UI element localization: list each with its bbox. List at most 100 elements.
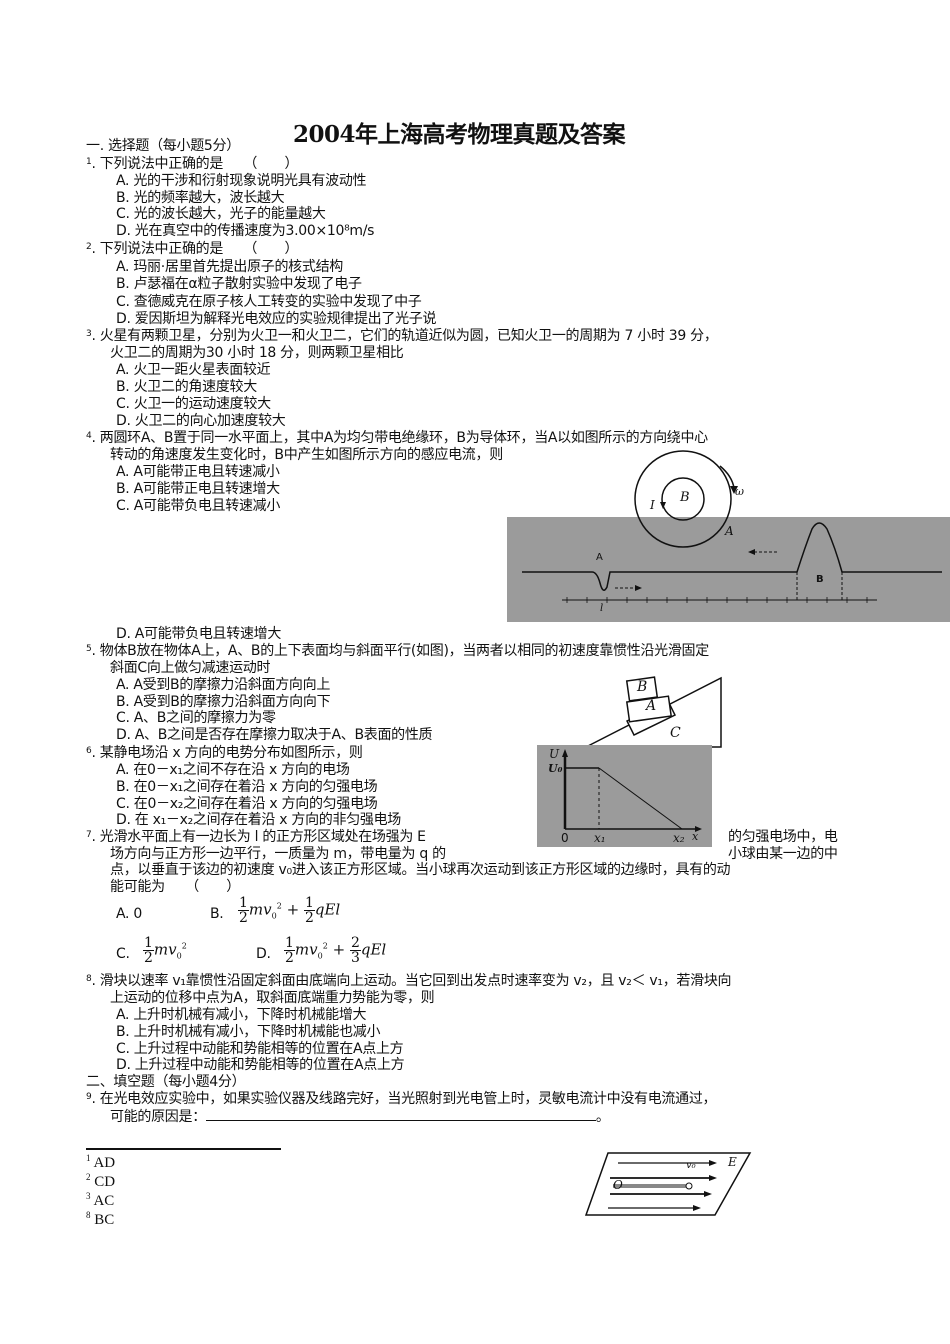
question-9-cont: 可能的原因是：。 (110, 1108, 610, 1125)
question-stem: . 火星有两颗卫星，分别为火卫一和火卫二，它们的轨道近似为圆，已知火卫一的周期为… (91, 328, 718, 344)
concentric-rings-figure (634, 450, 738, 548)
option-6d: D. 在 x₁－x₂之间存在着沿 x 方向的非匀强电场 (116, 812, 402, 828)
current-label: I (650, 498, 655, 512)
question-8: 8. 滑块以速率 v₁靠惯性沿固定斜面由底端向上运动。当它回到出发点时速率变为 … (86, 973, 732, 989)
option-1d: D. 光在真空中的传播速度为3.00×10⁸m/s (116, 223, 375, 239)
incline-figure (585, 676, 722, 748)
block-a-label: A (646, 698, 657, 714)
pulse-b-label: B (816, 574, 824, 585)
field-e-label: E (728, 1155, 737, 1169)
option-8d: D. 上升过程中动能和势能相等的位置在A点上方 (116, 1057, 405, 1073)
option-4c: C. A可能带负电且转速减小 (116, 498, 281, 514)
option-3b: B. 火卫二的角速度较大 (116, 379, 257, 395)
option-8c: C. 上升过程中动能和势能相等的位置在A点上方 (116, 1041, 404, 1057)
question-4-cont: 转动的角速度发生变化时，B中产生如图所示方向的感应电流，则 (110, 447, 503, 463)
question-number: 6 (86, 746, 92, 756)
pulse-a-label: A (596, 552, 603, 563)
option-5c: C. A、B之间的摩擦力为零 (116, 710, 276, 726)
question-stem: . 下列说法中正确的是 （ ） (91, 156, 299, 172)
option-6c: C. 在0－x₂之间存在着沿 x 方向的匀强电场 (116, 796, 378, 812)
option-2a: A. 玛丽·居里首先提出原子的核式结构 (116, 259, 343, 275)
option-3d: D. 火卫二的向心加速度较大 (116, 413, 286, 429)
question-2: 2. 下列说法中正确的是 （ ） (86, 241, 299, 257)
x-axis-label: x (692, 830, 699, 843)
question-stem: . 在光电效应实验中，如果实验仪器及线路完好，当光照射到光电管上时，灵敏电流计中… (91, 1091, 717, 1107)
option-7d-label: D. (256, 946, 271, 962)
option-2b: B. 卢瑟福在α粒子散射实验中发现了电子 (116, 276, 362, 292)
option-1b: B. 光的频率越大，波长越大 (116, 190, 285, 206)
option-7c-label: C. (116, 946, 130, 962)
wave-figure-background (507, 517, 950, 622)
question-5: 5. 物体B放在物体A上，A、B的上下表面均与斜面平行(如图)，当两者以相同的初… (86, 643, 709, 659)
question-number: 9 (86, 1092, 92, 1102)
question-stem: . 下列说法中正确的是 （ ） (91, 241, 299, 257)
option-1a: A. 光的干涉和衍射现象说明光具有波动性 (116, 173, 367, 189)
block-b-label: B (637, 679, 648, 695)
footnote-separator (86, 1148, 281, 1150)
ring-a-label: A (725, 524, 734, 538)
question-stem: . 光滑水平面上有一边长为 l 的正方形区域处在场强为 E (91, 829, 426, 845)
point-o-label: O (613, 1178, 623, 1192)
incline-c-label: C (670, 725, 681, 741)
footnote-8: 8 BC (86, 1210, 115, 1228)
answer-blank[interactable] (205, 1108, 596, 1121)
option-8a: A. 上升时机械有减小，下降时机械能增大 (116, 1007, 367, 1023)
section-2-heading: 二、填空题（每小题4分） (86, 1074, 246, 1090)
question-7-right: 的匀强电场中，电 (728, 829, 838, 845)
option-4a: A. A可能带正电且转速减小 (116, 464, 280, 480)
question-number: 2 (86, 242, 92, 252)
question-3-cont: 火卫二的周期为30 小时 18 分，则两颗卫星相比 (110, 345, 404, 361)
question-4: 4. 两圆环A、B置于同一水平面上，其中A为均匀带电绝缘环，B为导体环，当A以如… (86, 430, 708, 446)
question-9: 9. 在光电效应实验中，如果实验仪器及线路完好，当光照射到光电管上时，灵敏电流计… (86, 1091, 717, 1107)
question-stem: . 某静电场沿 x 方向的电势分布如图所示，则 (91, 745, 363, 761)
option-5a: A. A受到B的摩擦力沿斜面方向向上 (116, 677, 331, 693)
option-6b: B. 在0－x₁之间存在着沿 x 方向的匀强电场 (116, 779, 378, 795)
question-5-cont: 斜面C向上做匀减速运动时 (110, 660, 271, 676)
option-4b: B. A可能带正电且转速增大 (116, 481, 280, 497)
question-stem: . 滑块以速率 v₁靠惯性沿固定斜面由底端向上运动。当它回到出发点时速率变为 v… (91, 973, 732, 989)
option-2d: D. 爱因斯坦为解释光电效应的实验规律提出了光子说 (116, 311, 437, 327)
option-3c: C. 火卫一的运动速度较大 (116, 396, 271, 412)
question-7: 7. 光滑水平面上有一边长为 l 的正方形区域处在场强为 E (86, 829, 426, 845)
x1-label: x₁ (594, 831, 606, 845)
omega-label: ω (735, 485, 744, 498)
footnote-1: 1 AD (86, 1153, 116, 1171)
option-7a: A. 0 (116, 906, 142, 922)
option-5b: B. A受到B的摩擦力沿斜面方向向下 (116, 694, 331, 710)
potential-chart (562, 749, 702, 832)
ring-b-label: B (680, 490, 690, 505)
question-7-cont-right: 小球由某一边的中 (728, 846, 838, 862)
question-number: 3 (86, 329, 92, 339)
question-number: 7 (86, 830, 92, 840)
option-3a: A. 火卫一距火星表面较近 (116, 362, 271, 378)
tick-label: l (600, 603, 604, 614)
question-1: 1. 下列说法中正确的是 （ ） (86, 156, 299, 172)
page-title: 2004年上海高考物理真题及答案 (293, 121, 626, 148)
option-4d: D. A可能带负电且转速增大 (116, 626, 282, 642)
question-7-cont: 场方向与正方形一边平行，一质量为 m，带电量为 q 的 (110, 846, 446, 862)
u0-label: U₀ (548, 762, 563, 775)
origin-label: 0 (561, 831, 569, 845)
question-number: 8 (86, 974, 92, 984)
section-1-heading: 一. 选择题（每小题5分） (86, 138, 240, 154)
option-6a: A. 在0－x₁之间不存在沿 x 方向的电场 (116, 762, 350, 778)
question-stem: . 物体B放在物体A上，A、B的上下表面均与斜面平行(如图)，当两者以相同的初速… (91, 643, 709, 659)
question-number: 1 (86, 157, 92, 167)
footnote-2: 2 CD (86, 1172, 116, 1190)
question-3: 3. 火星有两颗卫星，分别为火卫一和火卫二，它们的轨道近似为圆，已知火卫一的周期… (86, 328, 718, 344)
option-1c: C. 光的波长越大，光子的能量越大 (116, 206, 326, 222)
field-plane-figure (584, 1152, 752, 1216)
question-number: 5 (86, 644, 92, 654)
footnote-3: 3 AC (86, 1191, 115, 1209)
wave-pulse-figure (522, 522, 942, 603)
question-stem: . 两圆环A、B置于同一水平面上，其中A为均匀带电绝缘环，B为导体环，当A以如图… (91, 430, 708, 446)
question-number: 4 (86, 431, 92, 441)
question-7-cont2: 点，以垂直于该边的初速度 v₀进入该正方形区域。当小球再次运动到该正方形区域的边… (110, 862, 731, 878)
x2-label: x₂ (673, 831, 685, 845)
velocity-label: v₀ (686, 1160, 696, 1171)
question-7-cont3: 能可能为 （ ） (110, 879, 240, 895)
y-axis-label: U (549, 747, 560, 761)
